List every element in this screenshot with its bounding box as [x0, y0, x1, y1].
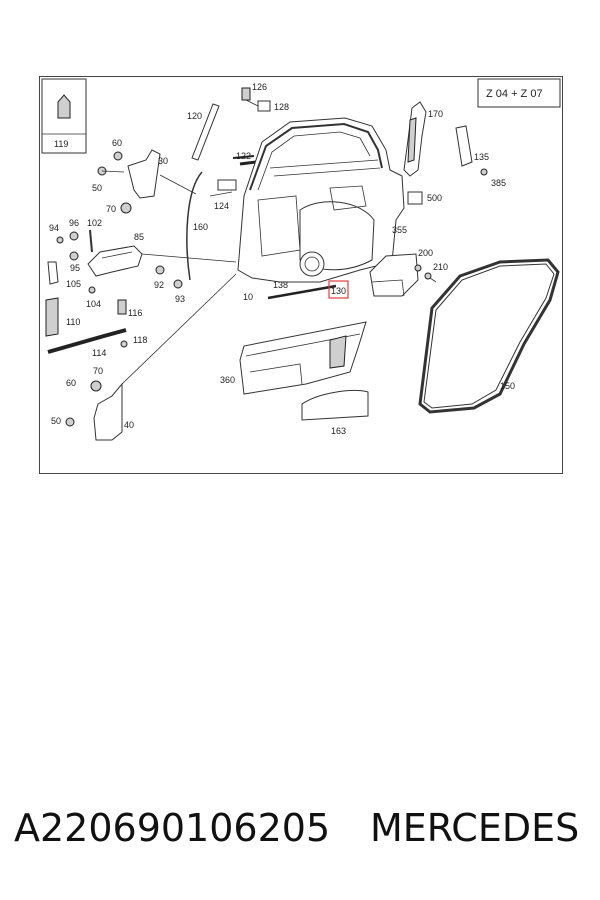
- clip-part: [57, 94, 71, 119]
- part-label-85: 85: [134, 232, 144, 242]
- speaker-ring: [299, 251, 325, 277]
- part-label-93: 93: [175, 294, 185, 304]
- variant-label: Z 04 + Z 07: [486, 88, 543, 100]
- part-label-50-lower: 50: [51, 416, 61, 426]
- brand-name: MERCEDES: [370, 806, 580, 850]
- part-label-160: 160: [193, 222, 208, 232]
- part-label-130: 130: [331, 286, 346, 296]
- door-trim-panel-360: [239, 321, 367, 395]
- check-strap-85: [87, 245, 143, 277]
- part-label-105: 105: [66, 279, 81, 289]
- part-label-104: 104: [86, 299, 101, 309]
- part-label-170: 170: [428, 109, 443, 119]
- part-label-50: 50: [92, 183, 102, 193]
- part-label-128: 128: [274, 102, 289, 112]
- control-module-200: [369, 253, 419, 297]
- part-label-135: 135: [474, 152, 489, 162]
- part-label-120: 120: [187, 111, 202, 121]
- part-label-163: 163: [331, 426, 346, 436]
- hinge-lower-40: [93, 382, 123, 441]
- part-label-119: 119: [54, 139, 68, 149]
- part-label-94: 94: [49, 223, 59, 233]
- part-label-40: 40: [124, 420, 134, 430]
- part-label-124: 124: [214, 201, 229, 211]
- part-label-96: 96: [69, 218, 79, 228]
- part-label-385: 385: [491, 178, 506, 188]
- door-seal-150: [418, 258, 560, 414]
- part-label-92: 92: [154, 280, 164, 290]
- trim-strip-120: [191, 103, 220, 161]
- part-label-126: 126: [252, 82, 267, 92]
- highlight-box-130: [328, 280, 349, 299]
- part-label-10: 10: [243, 292, 253, 302]
- part-label-114: 114: [92, 348, 106, 358]
- part-label-360: 360: [220, 375, 235, 385]
- part-label-200: 200: [418, 248, 433, 258]
- part-label-102: 102: [87, 218, 102, 228]
- part-label-95: 95: [70, 263, 80, 273]
- part-label-70: 70: [106, 204, 116, 214]
- hinge-upper-30: [127, 149, 161, 199]
- variant-box: [477, 78, 561, 108]
- caption-bar: A220690106205 MERCEDES: [0, 806, 600, 866]
- part-label-110: 110: [66, 317, 80, 327]
- part-label-150: 150: [500, 381, 515, 391]
- part-label-210: 210: [433, 262, 448, 272]
- part-label-60-lower: 60: [66, 378, 76, 388]
- part-label-355: 355: [392, 225, 407, 235]
- part-label-30: 30: [158, 156, 168, 166]
- part-number: A220690106205: [14, 806, 331, 850]
- part-label-70-lower: 70: [93, 366, 103, 376]
- part-label-60: 60: [112, 138, 122, 148]
- part-label-118: 118: [133, 335, 147, 345]
- part-label-116: 116: [128, 308, 142, 318]
- part-label-122: 122: [236, 151, 251, 161]
- part-label-138: 138: [273, 280, 288, 290]
- part-label-500: 500: [427, 193, 442, 203]
- insulation-163: [301, 390, 369, 421]
